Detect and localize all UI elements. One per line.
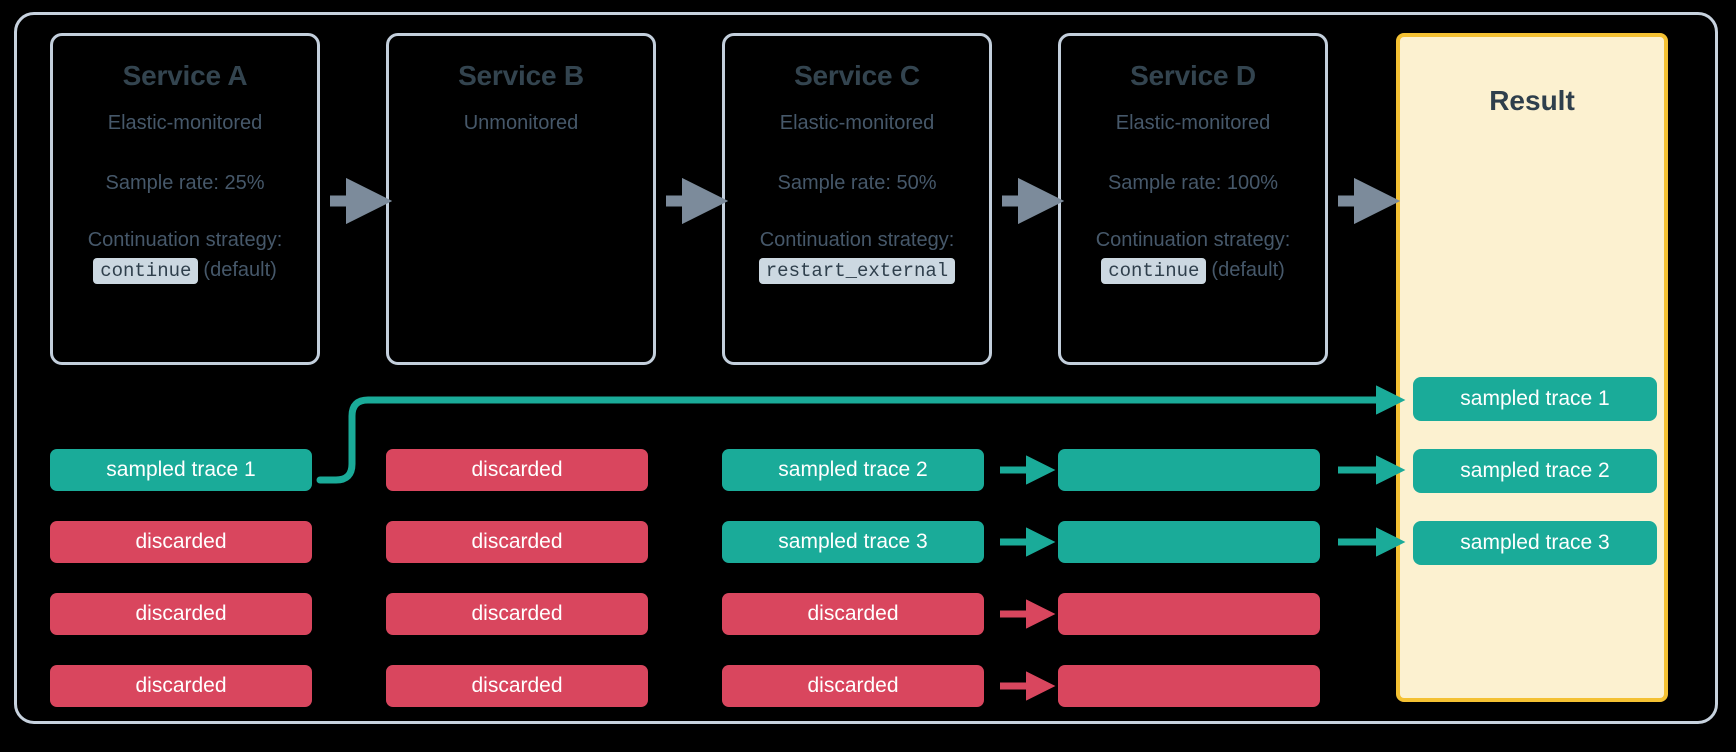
service-d-strategy-badge: continue [1101,257,1207,284]
trace-box-b-3: discarded [386,593,648,635]
service-a-strategy-line: continue(default) [53,257,317,284]
service-box-b: Service B Unmonitored [386,33,656,365]
trace-box-d-4 [1058,665,1320,707]
service-c-title: Service C [794,60,920,91]
service-c-strategy-label: Continuation strategy: [759,229,955,251]
trace-box-c-2: sampled trace 3 [722,521,984,563]
service-d-title: Service D [1130,60,1256,91]
service-a-strategy-label: Continuation strategy: [87,229,283,251]
trace-box-a-2: discarded [50,521,312,563]
service-a-strategy-badge: continue [93,257,199,284]
service-c-sample-rate: Sample rate: 50% [777,172,937,194]
trace-box-b-4: discarded [386,665,648,707]
service-d-sample-rate: Sample rate: 100% [1107,172,1279,194]
service-box-c: Service C Elastic-monitored Sample rate:… [722,33,992,365]
trace-box-c-3: discarded [722,593,984,635]
service-a-monitoring: Elastic-monitored [107,112,263,134]
result-trace-box-2: sampled trace 2 [1413,449,1657,493]
trace-box-c-4: discarded [722,665,984,707]
trace-box-a-1: sampled trace 1 [50,449,312,491]
result-title: Result [1489,85,1575,116]
service-d-strategy-line: continue(default) [1061,257,1325,284]
service-a-title: Service A [122,60,248,91]
result-trace-box-1: sampled trace 1 [1413,377,1657,421]
service-b-monitoring: Unmonitored [463,112,579,134]
trace-box-a-3: discarded [50,593,312,635]
service-d-monitoring: Elastic-monitored [1115,112,1271,134]
trace-box-b-2: discarded [386,521,648,563]
trace-box-d-1 [1058,449,1320,491]
result-panel: Result [1396,33,1668,702]
service-d-strategy-label: Continuation strategy: [1095,229,1291,251]
trace-box-d-3 [1058,593,1320,635]
service-a-sample-rate: Sample rate: 25% [105,172,265,194]
result-trace-box-3: sampled trace 3 [1413,521,1657,565]
service-c-monitoring: Elastic-monitored [779,112,935,134]
trace-box-d-2 [1058,521,1320,563]
service-c-strategy-line: restart_external [725,257,989,284]
service-a-strategy-note: (default) [203,258,277,281]
service-c-strategy-badge: restart_external [758,257,956,284]
service-box-a: Service A Elastic-monitored Sample rate:… [50,33,320,365]
service-d-strategy-note: (default) [1211,258,1285,281]
trace-box-c-1: sampled trace 2 [722,449,984,491]
trace-box-b-1: discarded [386,449,648,491]
service-box-d: Service D Elastic-monitored Sample rate:… [1058,33,1328,365]
trace-box-a-4: discarded [50,665,312,707]
service-b-title: Service B [458,60,584,91]
